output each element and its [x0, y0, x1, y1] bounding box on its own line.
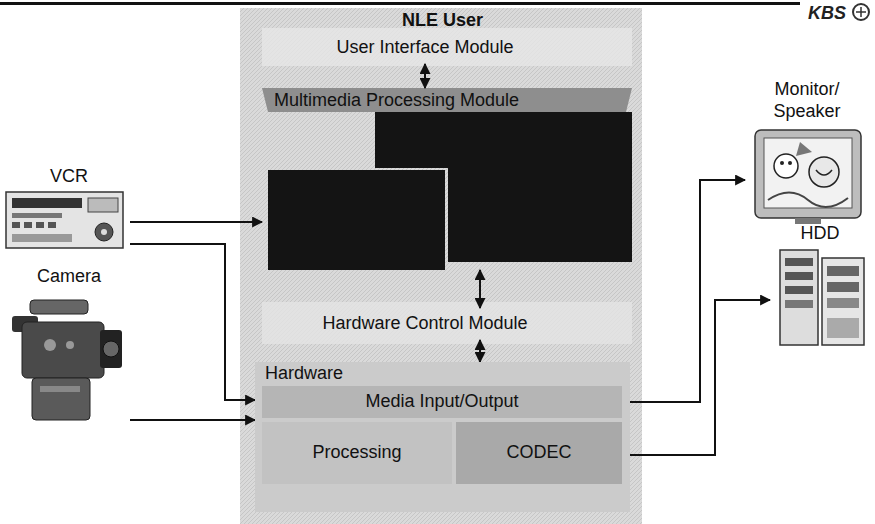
vcr-drawing [48, 222, 56, 228]
node-label: Hardware Control Module [322, 313, 527, 335]
device-icon: Camera [8, 265, 130, 433]
hdd-drawing [785, 272, 813, 280]
connector-arrow [130, 221, 262, 223]
hdd-drawing [785, 258, 813, 266]
black-block [268, 170, 445, 270]
vcr-drawing [24, 222, 32, 228]
camera-drawing [12, 300, 122, 420]
logo-mark [856, 7, 866, 17]
hardware-layer: Media Input/Output [262, 386, 622, 418]
module-band: Multimedia Processing Module [262, 88, 632, 270]
hdd-drawing [827, 298, 859, 308]
hdd-drawing [785, 286, 813, 294]
module-band [262, 88, 632, 112]
hdd-drawing [785, 300, 813, 308]
system-column-ground [240, 8, 642, 524]
monitor-drawing [774, 154, 798, 178]
camera-drawing [44, 339, 56, 351]
module-band: User Interface Module [275, 32, 575, 64]
vcr-drawing [6, 192, 123, 248]
connector-arrow [479, 340, 481, 362]
hdd-drawing [827, 318, 859, 338]
node-label: Camera [37, 266, 101, 288]
monitor-drawing [764, 138, 852, 208]
camera-drawing [100, 330, 122, 368]
node-label: Media Input/Output [365, 391, 518, 413]
vcr-drawing [36, 222, 44, 228]
vcr-drawing [88, 198, 118, 212]
hdd-drawing [780, 250, 818, 345]
node-label: NLE User [402, 10, 483, 32]
connector-arrow [479, 270, 481, 308]
hdd-drawing [827, 266, 859, 276]
black-block [375, 112, 632, 168]
hdd-drawing [780, 250, 864, 345]
device-icon: Monitor/ Speaker [745, 78, 869, 226]
band-ground [262, 28, 632, 66]
camera-drawing [22, 322, 104, 378]
hdd-drawing [827, 282, 859, 292]
connector-arrow [630, 300, 770, 455]
vcr-drawing [6, 192, 123, 248]
monitor-drawing [796, 142, 812, 156]
node-label: VCR [50, 166, 88, 188]
vcr-drawing [12, 222, 20, 228]
connector-arrow [130, 419, 255, 421]
monitor-drawing [809, 157, 839, 187]
camera-drawing [66, 341, 74, 349]
vcr-drawing [95, 223, 113, 241]
camera-drawing [30, 300, 88, 314]
vcr-drawing [12, 213, 62, 218]
hardware-layer: Processing [262, 422, 452, 484]
module-band: Hardware Control Module [275, 308, 575, 340]
connector-arrow [130, 244, 255, 400]
system-column: NLE UserUser Interface ModuleMultimedia … [245, 8, 640, 520]
column-ground [240, 8, 642, 524]
monitor-drawing [788, 161, 792, 165]
node-label: Hardware [265, 363, 343, 385]
device-icon: VCR [8, 165, 130, 255]
camera-drawing [103, 341, 119, 357]
monitor-drawing [816, 170, 832, 175]
vcr-drawing [101, 229, 107, 235]
monitor-drawing [768, 193, 848, 208]
hardware-block: HardwareMedia Input/OutputProcessing CODE… [255, 362, 630, 512]
node-label: Processing [312, 442, 401, 464]
vcr-drawing [12, 234, 72, 242]
connector-group [130, 64, 770, 455]
node-label: User Interface Module [336, 37, 513, 59]
node-label: Multimedia Processing Module [274, 90, 519, 112]
logo-mark [853, 4, 869, 20]
monitor-drawing [780, 161, 784, 165]
band-ground [262, 302, 632, 344]
hdd-drawing [822, 258, 864, 345]
hardware-layer: CODEC [456, 422, 622, 484]
header-rule [0, 2, 800, 5]
black-block [448, 166, 632, 262]
processing-module-drawing [262, 88, 632, 270]
camera-drawing [40, 386, 80, 392]
logo-text: KBS [808, 3, 846, 25]
monitor-drawing [755, 130, 861, 224]
connector-arrow [630, 180, 745, 402]
vcr-drawing [12, 198, 82, 208]
node-label: Monitor/ Speaker [762, 79, 852, 122]
node-label: CODEC [506, 442, 571, 464]
camera-drawing [32, 378, 90, 420]
device-icon: HDD [770, 222, 870, 347]
connector-arrow [424, 64, 426, 88]
monitor-drawing [755, 130, 861, 218]
node-label: HDD [801, 223, 840, 245]
